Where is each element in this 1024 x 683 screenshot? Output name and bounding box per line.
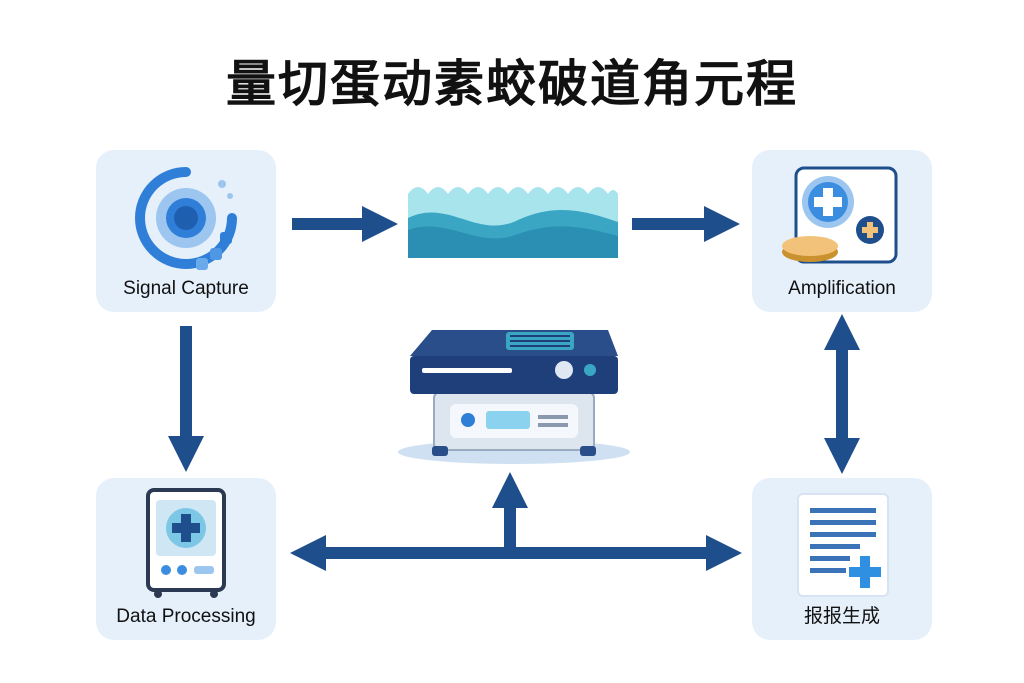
monitor-cross-icon bbox=[146, 488, 226, 598]
server-device-icon bbox=[398, 330, 630, 464]
node-label: Data Processing bbox=[116, 606, 256, 627]
page-title: 量切蛋动素蛟破道角元程 bbox=[226, 55, 798, 113]
document-cross-icon bbox=[797, 493, 889, 597]
node-signal-capture: Signal Capture bbox=[96, 150, 276, 312]
waveform-icon bbox=[408, 187, 618, 258]
medical-cross-panel-icon bbox=[782, 166, 898, 264]
target-ring-icon bbox=[135, 167, 237, 270]
node-label: Amplification bbox=[788, 278, 896, 299]
node-data-processing: Data Processing bbox=[96, 478, 276, 640]
node-label: 报报生成 bbox=[803, 606, 880, 627]
node-report: 报报生成 bbox=[752, 478, 932, 640]
node-amplification: Amplification bbox=[752, 150, 932, 312]
node-label: Signal Capture bbox=[123, 278, 249, 299]
